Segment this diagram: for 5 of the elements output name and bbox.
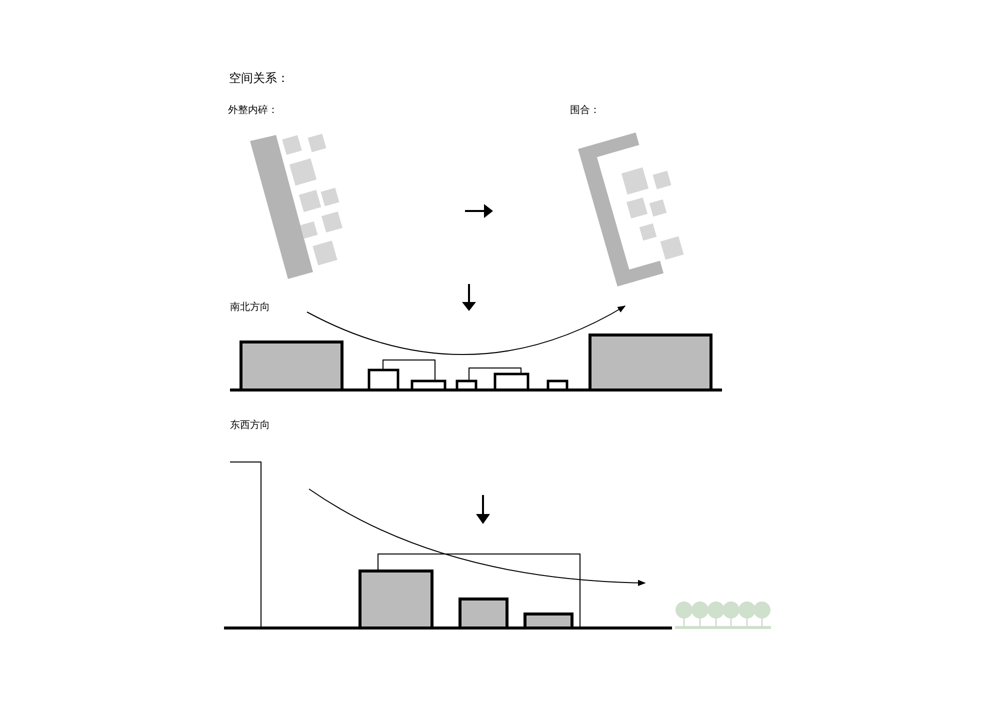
section-label: 围合： — [570, 106, 600, 116]
section-label: 南北方向 — [230, 303, 270, 313]
section-label: 外整内碎： — [228, 106, 278, 116]
diagram-title: 空间关系： — [229, 70, 289, 87]
section-label: 东西方向 — [230, 421, 270, 431]
